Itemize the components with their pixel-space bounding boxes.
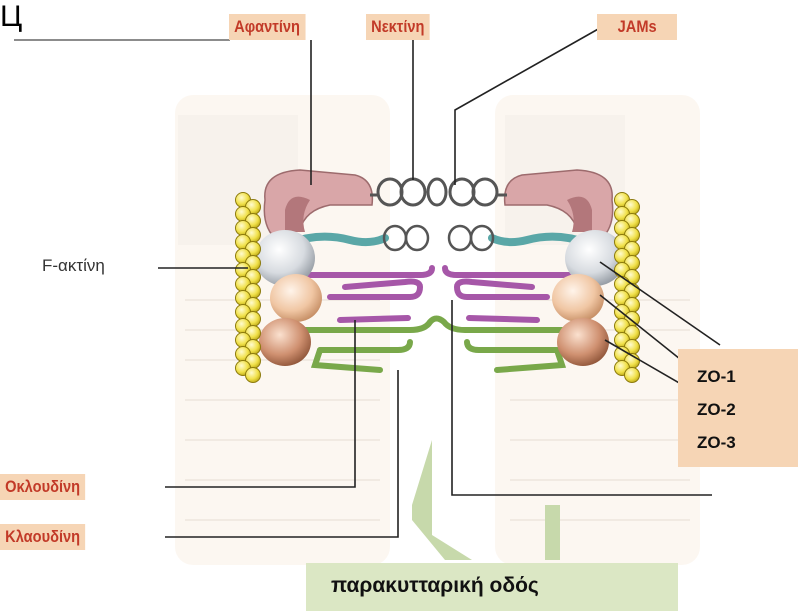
actin-bead <box>246 368 261 383</box>
label-paracellular-pathway: παρακυτταρική οδός <box>331 574 539 598</box>
label-jams: JAMs <box>597 14 677 40</box>
corner-glyph: Ц <box>0 2 22 32</box>
zo-proteins-box <box>678 349 798 467</box>
label-zo-2: ZO-2 <box>697 400 736 420</box>
label-afadin: Αφαντίνη <box>229 14 305 40</box>
label-f-actin: F-ακτίνη <box>42 256 105 276</box>
actin-bead <box>625 368 640 383</box>
nectin-molecules <box>370 179 507 205</box>
label-claudin: Κλαουδίνη <box>0 524 85 550</box>
label-zo-1: ZO-1 <box>697 367 736 387</box>
label-occludin: Οκλουδίνη <box>0 474 85 500</box>
label-zo-3: ZO-3 <box>697 433 736 453</box>
label-nectin: Νεκτίνη <box>366 14 430 40</box>
f-actin-filament-left <box>236 193 261 383</box>
